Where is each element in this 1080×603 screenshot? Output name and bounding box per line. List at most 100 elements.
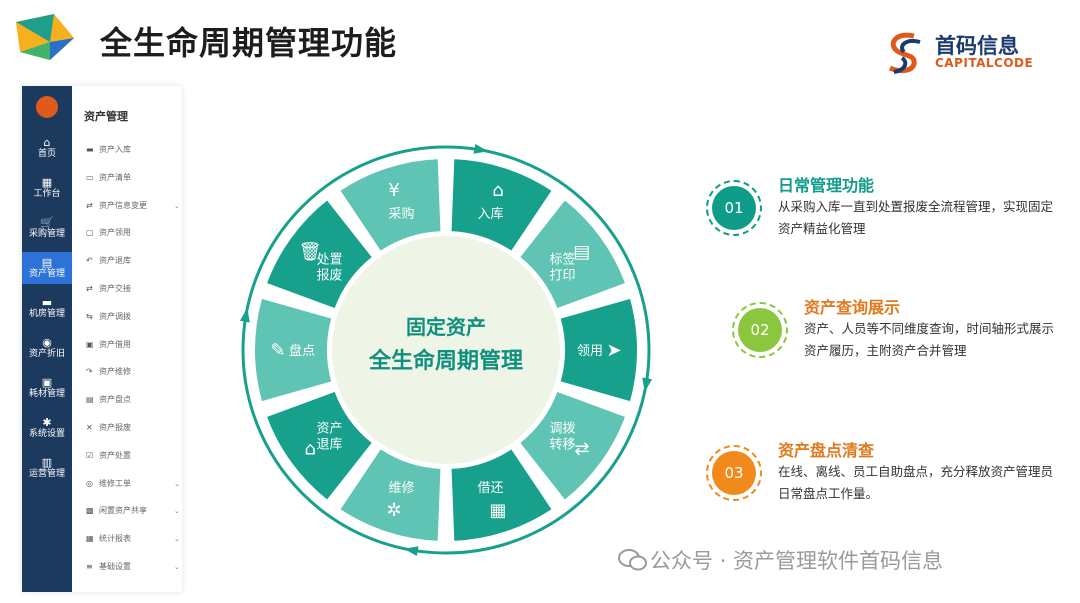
ring-segment-shape	[337, 446, 443, 543]
sidebar-item-1[interactable]: ⌂首页	[22, 132, 72, 164]
submenu-title: 资产管理	[84, 110, 128, 123]
feature-number-badge: 01	[706, 180, 762, 236]
ring-segment-label: 资产退库	[316, 422, 342, 453]
feature-title: 日常管理功能	[778, 176, 875, 195]
ring-center-title: 固定资产	[406, 315, 486, 339]
capitalcode-s-icon	[888, 32, 921, 74]
submenu-item[interactable]: ⇄资产交接	[86, 283, 131, 295]
submenu-item[interactable]: ◎维修工单⌄	[86, 478, 180, 490]
menu-item-icon: ↷	[86, 367, 93, 377]
ring-center-subtitle: 全生命周期管理	[368, 349, 523, 374]
submenu-item-label: 资产清单	[99, 172, 131, 182]
submenu-item[interactable]: ▭ 资产清单	[86, 172, 131, 184]
ring-segment-shape	[264, 197, 375, 311]
ring-segment-shape	[264, 389, 375, 503]
menu-item-icon: ▤	[86, 395, 94, 405]
submenu-item-label: 资产维修	[99, 367, 131, 377]
ring-center	[332, 236, 560, 464]
submenu-item[interactable]: ≡ 基础设置 ⌄	[86, 561, 180, 573]
paper-plane-icon: ➤	[606, 340, 621, 361]
submenu-item[interactable]: ▦ 统计报表 ⌄	[86, 533, 180, 545]
submenu-item-label: 统计报表	[99, 534, 131, 544]
gear-icon: ✱	[42, 416, 52, 429]
ring-segment: ➤领用	[558, 296, 639, 404]
submenu-item[interactable]: ↶资产退库	[86, 255, 131, 267]
menu-item-icon: ▣	[86, 339, 94, 349]
feature-number: 03	[712, 451, 756, 495]
chevron-down-icon: ⌄	[174, 479, 180, 488]
sidebar-item-4[interactable]: ▤资产管理	[22, 252, 72, 284]
ops-icon: ▥	[41, 456, 53, 469]
feature-number: 02	[738, 308, 782, 352]
submenu-item-label: 资产信息变更	[99, 200, 147, 210]
submenu-item[interactable]: ▩闲置资产共享⌄	[86, 505, 180, 517]
ring-arrow-icon	[473, 143, 489, 154]
home-icon: ⌂	[43, 136, 51, 149]
chevron-down-icon: ⌄	[174, 535, 180, 544]
sidebar-item-6[interactable]: ◉资产折旧	[22, 332, 72, 364]
submenu-item[interactable]: ☑资产处置	[86, 450, 131, 462]
menu-item-icon: ≡	[86, 562, 93, 571]
box-icon: ▣	[41, 376, 53, 389]
brand-name-cn: 首码信息	[935, 34, 1019, 58]
brand-name-en: CAPITALCODE	[935, 56, 1034, 70]
ring-segment: ¥采购	[337, 157, 443, 254]
ring-segment: ▦借还	[449, 446, 555, 543]
ring-segment-label: 领用	[577, 344, 603, 359]
submenu-item-label: 资产入库	[99, 145, 131, 154]
ring-arrow-icon	[239, 307, 250, 323]
submenu-item[interactable]: ⇄资产信息变更⌄	[86, 200, 180, 212]
outer-ring	[241, 145, 651, 555]
ring-segment-label: 调拨转移	[549, 422, 575, 453]
submenu-item-label: 资产报废	[99, 423, 131, 432]
sidebar-item-label: 资产管理	[28, 269, 65, 279]
feature-title: 资产查询展示	[804, 298, 901, 317]
menu-item-icon: ▩	[86, 506, 94, 516]
sidebar-item-5[interactable]: ▬机房管理	[22, 292, 72, 324]
menu-item-icon: ▦	[86, 534, 94, 544]
ring-segment: 🗑处置报废	[264, 197, 375, 311]
menu-item-icon: ◎	[86, 478, 93, 488]
ring-segment-label: 标签打印	[549, 251, 575, 283]
ring-arrow-icon	[403, 546, 419, 557]
submenu-item[interactable]: ▤ 资产盘点	[86, 394, 131, 406]
submenu-item-label: 资产盘点	[99, 395, 131, 405]
sidebar-item-8[interactable]: ✱系统设置	[22, 412, 72, 444]
chevron-down-icon: ⌄	[174, 563, 180, 571]
submenu-item[interactable]: ▬资产入库	[86, 144, 131, 156]
calculator-icon: ▦	[489, 500, 506, 521]
menu-item-icon: ▢	[86, 228, 94, 238]
ring-segment: ⌂入库	[449, 157, 555, 254]
sidebar-item-2[interactable]: ▦工作台	[22, 172, 72, 204]
monitor-icon: ▬	[41, 296, 53, 309]
submenu-item-label: 资产领用	[99, 228, 131, 238]
yen-house-icon: ¥	[388, 180, 399, 201]
ring-segment-label: 处置报废	[316, 252, 342, 283]
cart-icon: 🛒	[40, 216, 54, 229]
ring-segment: ⌂资产退库	[264, 389, 375, 503]
sidebar-item-9[interactable]: ▥运营管理	[22, 452, 72, 484]
ring-segment-shape	[449, 446, 555, 543]
submenu-item[interactable]: ↷ 资产维修	[86, 366, 131, 378]
submenu-item-label: 资产交接	[99, 284, 131, 293]
sidebar-item-3[interactable]: 🛒采购管理	[22, 212, 72, 244]
submenu-item-label: 基础设置	[99, 562, 131, 571]
trash-icon: 🗑	[299, 241, 322, 262]
menu-item-icon: ✕	[86, 423, 93, 432]
ring-segment-shape	[253, 296, 334, 404]
submenu-item-label: 资产处置	[99, 450, 131, 460]
submenu-item[interactable]: ▣资产借用	[86, 339, 131, 351]
submenu-item[interactable]: ✕ 资产报废	[86, 422, 131, 434]
sidebar-item-label: 耗材管理	[28, 389, 65, 399]
submenu-item-label: 闲置资产共享	[99, 506, 147, 516]
feature-description: 资产、人员等不同维度查询，时间轴形式展示资产履历，主附资产合并管理	[804, 321, 1055, 358]
sidebar-item-7[interactable]: ▣耗材管理	[22, 372, 72, 404]
chevron-down-icon: ⌄	[174, 201, 180, 210]
app-logo-icon	[36, 96, 58, 118]
menu-item-icon: ▭	[86, 172, 94, 182]
ring-segment: ▤标签打印	[517, 197, 628, 311]
submenu-item[interactable]: ▢ 资产领用	[86, 227, 131, 239]
chart-icon: ◉	[42, 336, 52, 349]
transfer-icon: ⇄	[574, 439, 589, 460]
submenu-item[interactable]: ⇆资产调拨	[86, 311, 131, 323]
